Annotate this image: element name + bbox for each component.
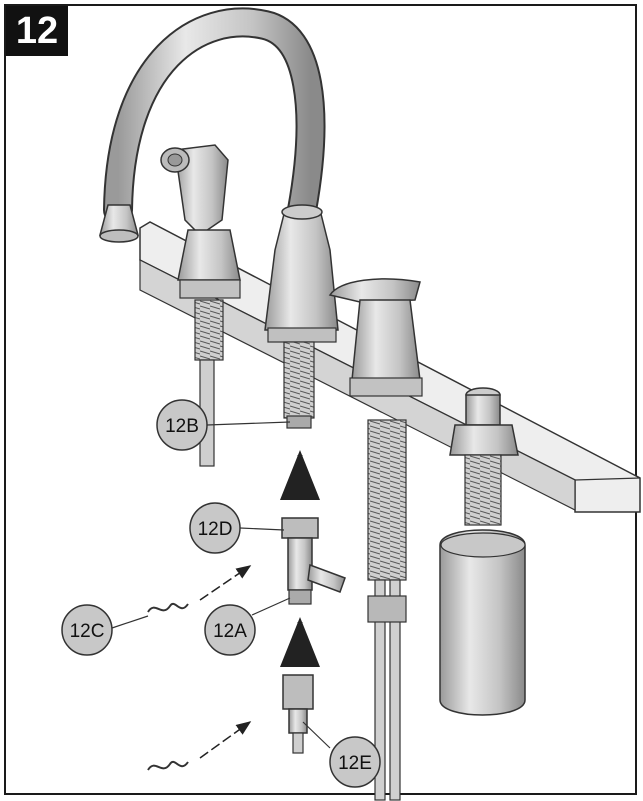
side-sprayer	[160, 144, 241, 467]
tee-adapter	[281, 517, 346, 605]
svg-text:12D: 12D	[198, 519, 233, 540]
clip-12c-lower	[147, 761, 189, 771]
svg-text:12E: 12E	[338, 753, 372, 774]
svg-text:12C: 12C	[70, 621, 105, 642]
svg-text:12A: 12A	[213, 621, 247, 642]
assembly-arrows	[199, 450, 320, 759]
callout-12c: 12C	[61, 604, 113, 656]
handle-valve	[328, 278, 423, 801]
svg-text:12B: 12B	[165, 416, 199, 437]
callout-12e: 12E	[329, 736, 381, 788]
adapter-12e	[282, 674, 314, 754]
callout-12d: 12D	[189, 502, 241, 554]
leader-lines	[111, 421, 331, 749]
spout	[99, 7, 326, 243]
faucet-body	[264, 204, 339, 429]
step-number-badge: 12	[6, 6, 68, 56]
callout-12a: 12A	[204, 604, 256, 656]
callout-12b: 12B	[156, 399, 208, 451]
clip-12c-upper	[147, 603, 189, 613]
soap-dispenser	[439, 387, 526, 716]
